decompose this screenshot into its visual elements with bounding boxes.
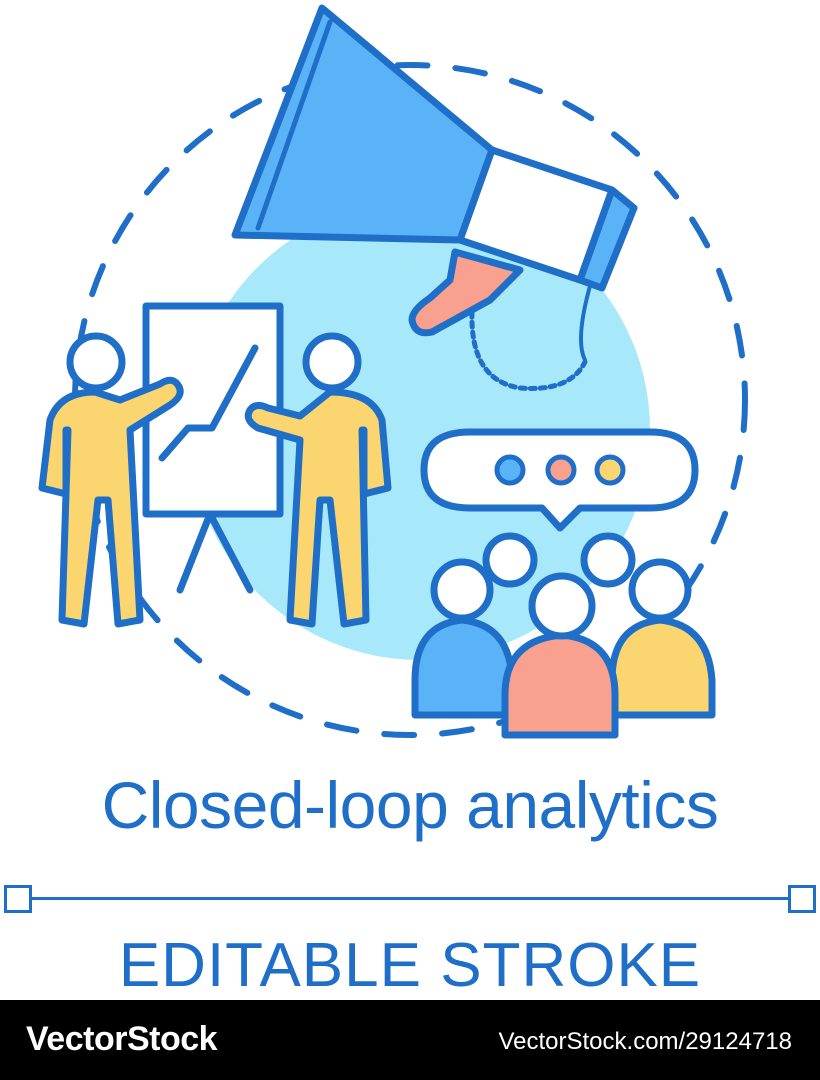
stroke-divider-line [18,897,803,900]
speech-bubble-icon [420,428,699,532]
presenter-right [244,332,392,628]
megaphone-icon [231,4,638,391]
closed-loop-analytics-illustration [38,4,748,739]
stroke-handle-right [788,885,816,913]
presenter-left [38,332,184,628]
concept-title: Closed-loop analytics [101,768,719,842]
footer-image-id: VectorStock.com/29124718 [498,1028,792,1055]
watermark-footer: VectorStock VectorStock.com/29124718 [0,1000,820,1080]
editable-stroke-label: EDITABLE STROKE [118,931,702,1000]
audience-group-icon [411,532,716,739]
footer-brand-logo: VectorStock [26,1020,218,1058]
stroke-handle-left [4,885,32,913]
